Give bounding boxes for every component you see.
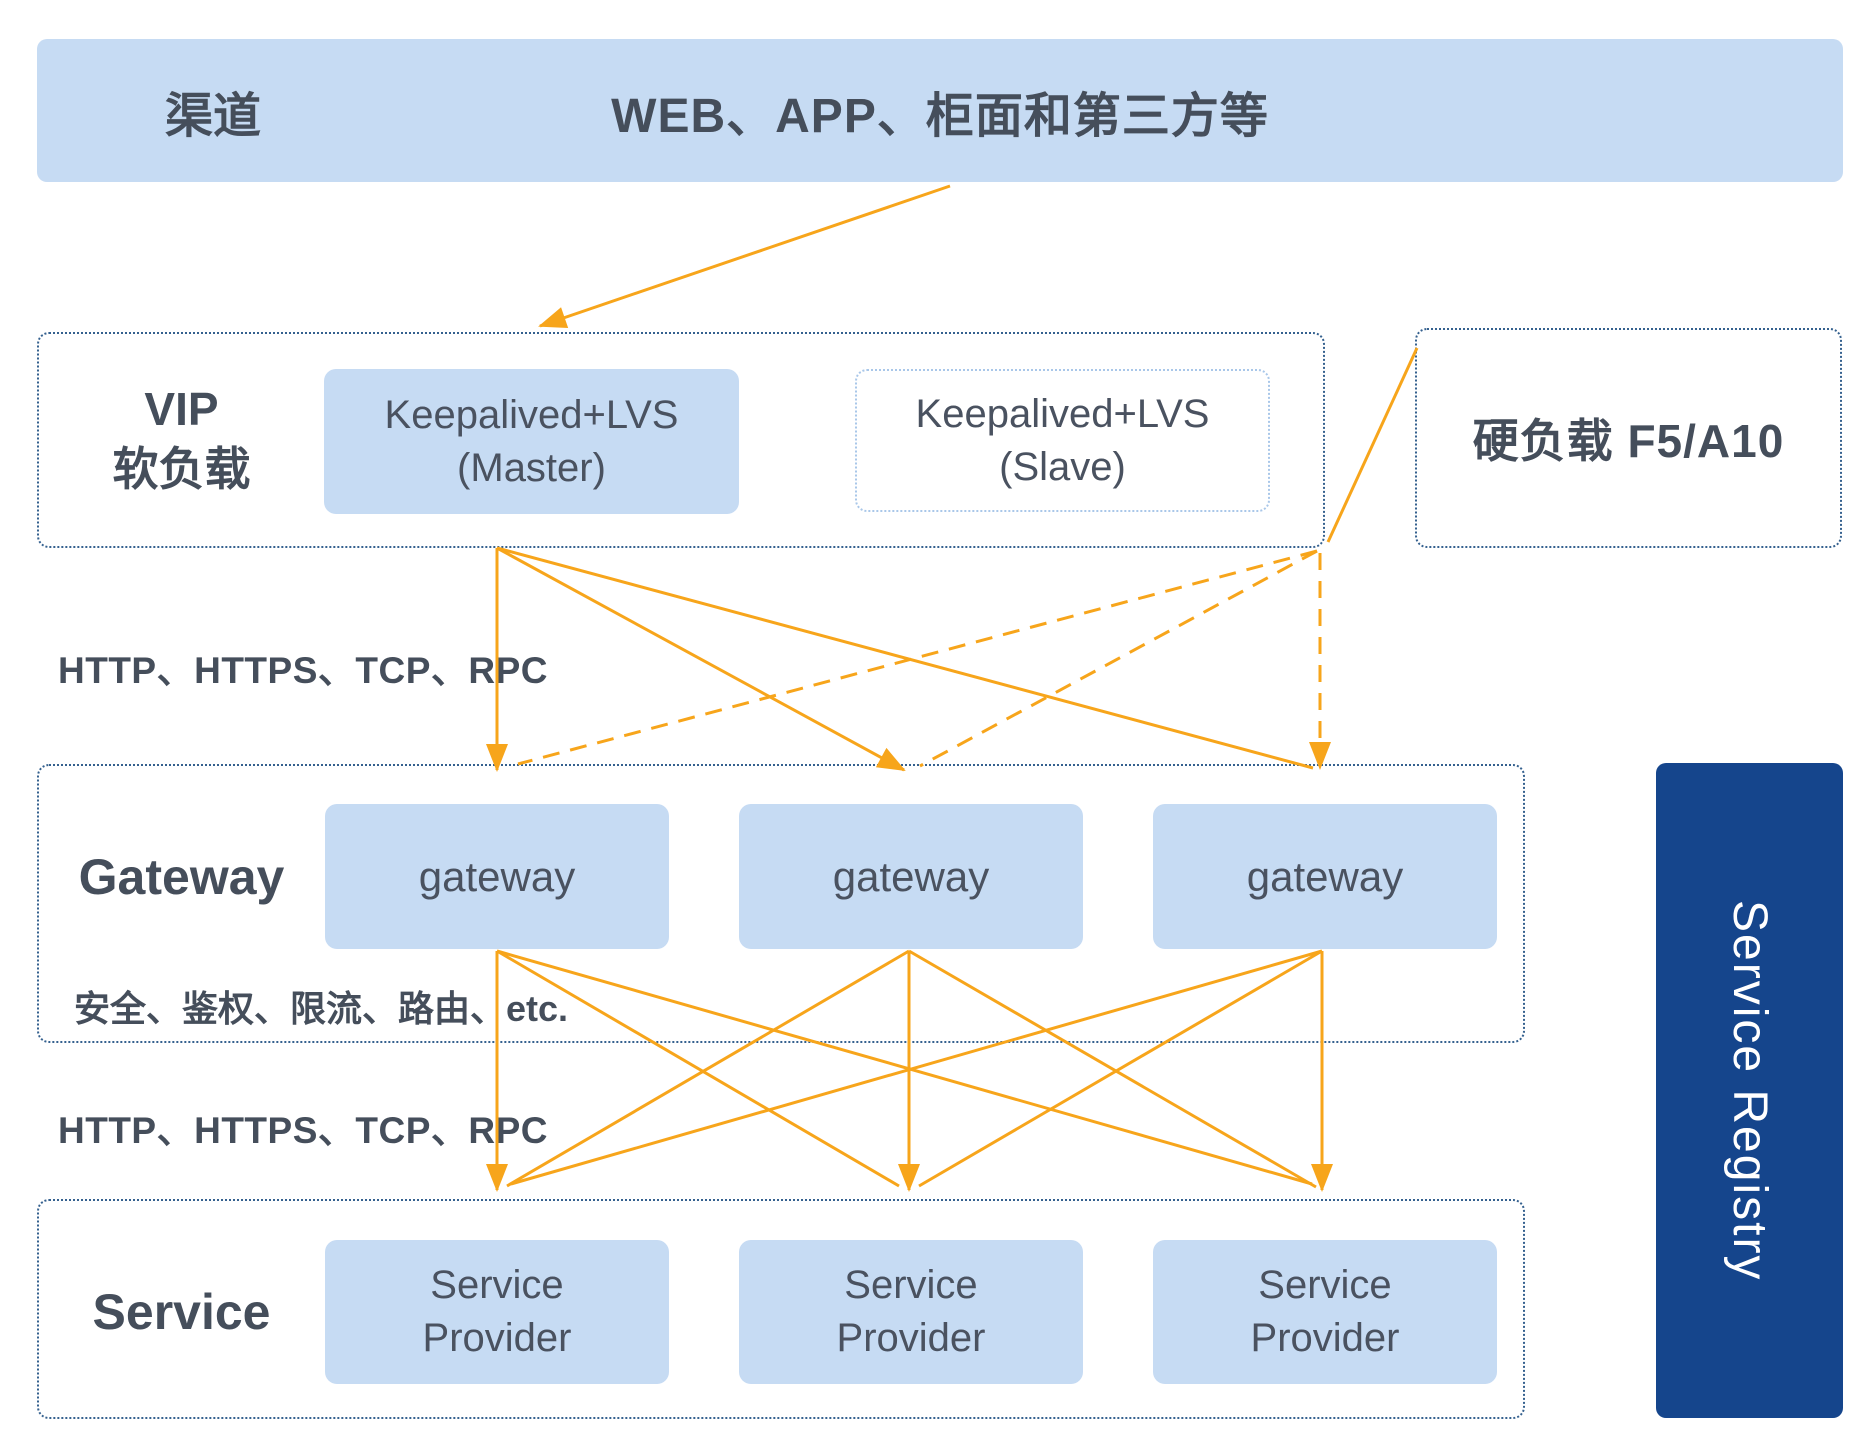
gateway-features-label: 安全、鉴权、限流、路由、etc. [74,988,569,1029]
keepalived-master-node: Keepalived+LVS (Master) [324,369,739,514]
channel-content-label: WEB、APP、柜面和第三方等 [611,89,1269,143]
sp2-line1: Service [844,1263,978,1308]
arrow-hardlb-gw1 [517,549,1318,766]
arrow-hardlb-gw2 [919,549,1318,768]
sp3-line2: Provider [1250,1316,1400,1360]
gateway-layer-box: Gateway gateway gateway gateway 安全、鉴权、限流… [37,764,1525,1043]
hard-lb-box: 硬负载 F5/A10 [1415,328,1842,548]
service-registry-label: Service Registry [1723,899,1776,1282]
arrow-vip-gw2 [496,546,906,772]
vip-title-line1: VIP [144,383,219,436]
gateway-node-2: gateway [739,804,1083,949]
link-hardlb-to-vip [1326,347,1419,543]
protocol-label-bottom: HTTP、HTTPS、TCP、RPC [58,1110,548,1151]
keepalived-slave-node: Keepalived+LVS (Slave) [855,369,1270,512]
vip-soft-lb-box: VIP 软负载 Keepalived+LVS (Master) Keepaliv… [37,332,1325,548]
vip-title: VIP 软负载 [39,334,324,546]
channel-label: 渠道 [165,89,262,143]
master-node-line1: Keepalived+LVS [384,392,679,437]
service-registry-bar: Service Registry [1656,763,1843,1418]
vip-title-line2: 软负载 [112,443,251,495]
sp3-line1: Service [1258,1263,1392,1308]
service-provider-node-2: Service Provider [739,1240,1083,1384]
service-provider-node-3: Service Provider [1153,1240,1497,1384]
arrow-vip-gw3 [496,546,1314,770]
service-title: Service [92,1284,271,1340]
master-node-line2: (Master) [457,445,606,490]
channel-bar: 渠道 WEB、APP、柜面和第三方等 [37,39,1843,182]
hard-lb-label: 硬负载 F5/A10 [1472,415,1785,467]
arrow-channel-to-vip [538,184,951,329]
service-layer-box: Service Service Provider Service Provide… [37,1199,1525,1419]
slave-node-line2: (Slave) [999,444,1126,489]
gateway-title: Gateway [78,848,285,905]
sp2-line2: Provider [836,1316,986,1360]
gateway-node-3: gateway [1153,804,1497,949]
service-provider-node-1: Service Provider [325,1240,669,1384]
sp1-line2: Provider [422,1316,572,1360]
protocol-label-top: HTTP、HTTPS、TCP、RPC [58,650,548,691]
sp1-line1: Service [430,1263,564,1308]
gateway-node-1: gateway [325,804,669,949]
slave-node-line1: Keepalived+LVS [915,391,1210,436]
